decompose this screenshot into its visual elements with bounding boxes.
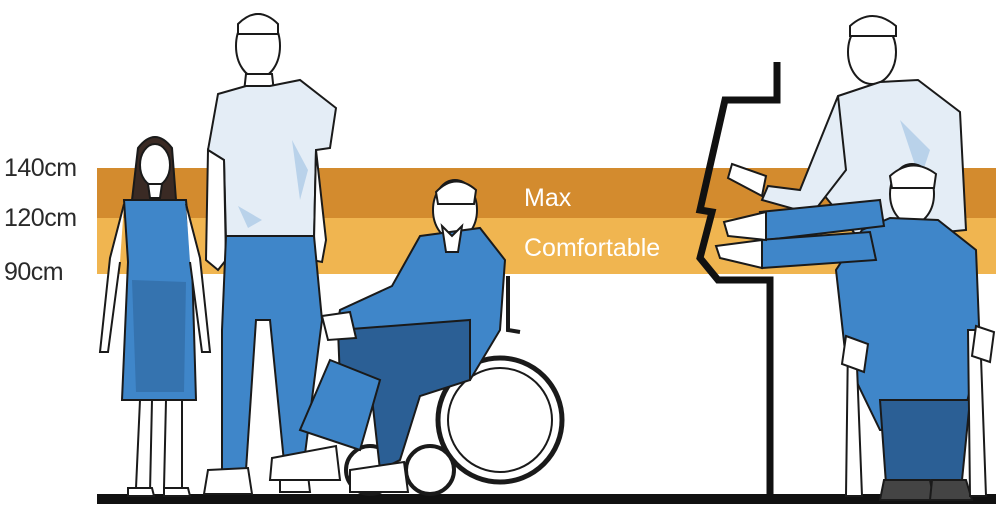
height-label-120cm: 120cm	[4, 204, 77, 233]
height-label-90cm: 90cm	[4, 258, 63, 287]
height-label-140cm: 140cm	[4, 154, 77, 183]
max-zone-label: Max	[524, 184, 571, 213]
counter-profile	[700, 62, 777, 500]
comfortable-zone-label: Comfortable	[524, 234, 660, 263]
